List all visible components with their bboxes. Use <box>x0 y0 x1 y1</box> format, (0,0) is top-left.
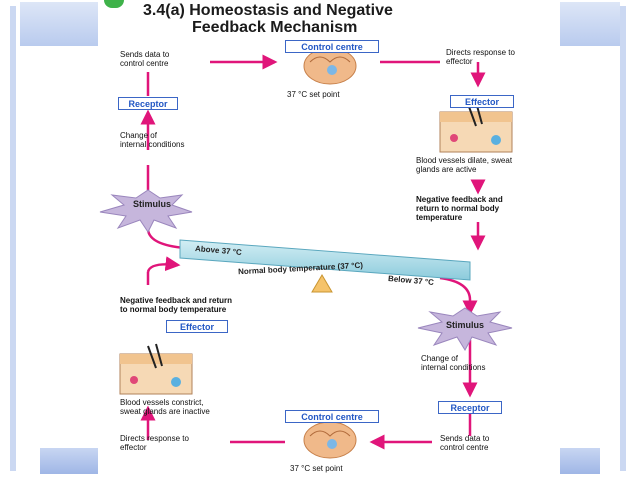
beam-fulcrum <box>311 274 333 293</box>
effector-action-bottom: Blood vessels constrict, sweat glands ar… <box>120 398 210 416</box>
directs-response-label-bottom: Directs response to effector <box>120 434 189 452</box>
effector-box-top: Effector <box>450 95 514 108</box>
stimulus-label-bottom: Stimulus <box>446 320 485 330</box>
title-line-2: Feedback Mechanism <box>192 19 358 36</box>
skin-icon-upper <box>439 101 513 153</box>
stimulus-label-top: Stimulus <box>133 199 172 209</box>
temperature-beam <box>179 239 471 281</box>
control-centre-box-bottom: Control centre <box>285 410 379 423</box>
upper-loop-arrows <box>140 54 486 251</box>
feedback-label-bottom: Negative feedback and return to normal b… <box>120 296 233 314</box>
change-label-top: Change of internal conditions <box>120 131 185 149</box>
stimulus-burst-lower <box>417 307 513 352</box>
title-line-1: 3.4(a) Homeostasis and Negative <box>143 2 393 19</box>
sends-data-label-bottom: Sends data to control centre <box>440 434 490 452</box>
set-point-label-bottom: 37 °C set point <box>290 464 343 473</box>
lower-loop-arrows <box>140 256 478 450</box>
feedback-label-top: Negative feedback and return to normal b… <box>416 195 503 222</box>
sends-data-label-top: Sends data to control centre <box>120 50 170 68</box>
skin-icon-lower <box>119 343 193 395</box>
control-centre-box-top: Control centre <box>285 40 379 53</box>
receptor-box-top: Receptor <box>118 97 178 110</box>
change-label-bottom: Change of internal conditions <box>421 354 486 372</box>
stimulus-burst-upper <box>99 189 193 233</box>
title-badge <box>104 0 124 8</box>
effector-action-top: Blood vessels dilate, sweat glands are a… <box>416 156 513 174</box>
directs-response-label-top: Directs response to effector <box>446 48 515 66</box>
brain-icon-bottom <box>303 421 357 459</box>
effector-box-bottom: Effector <box>166 320 228 333</box>
brain-icon-top <box>303 47 357 85</box>
slide-frame <box>10 6 626 471</box>
set-point-label-top: 37 °C set point <box>287 90 340 99</box>
receptor-box-bottom: Receptor <box>438 401 502 414</box>
